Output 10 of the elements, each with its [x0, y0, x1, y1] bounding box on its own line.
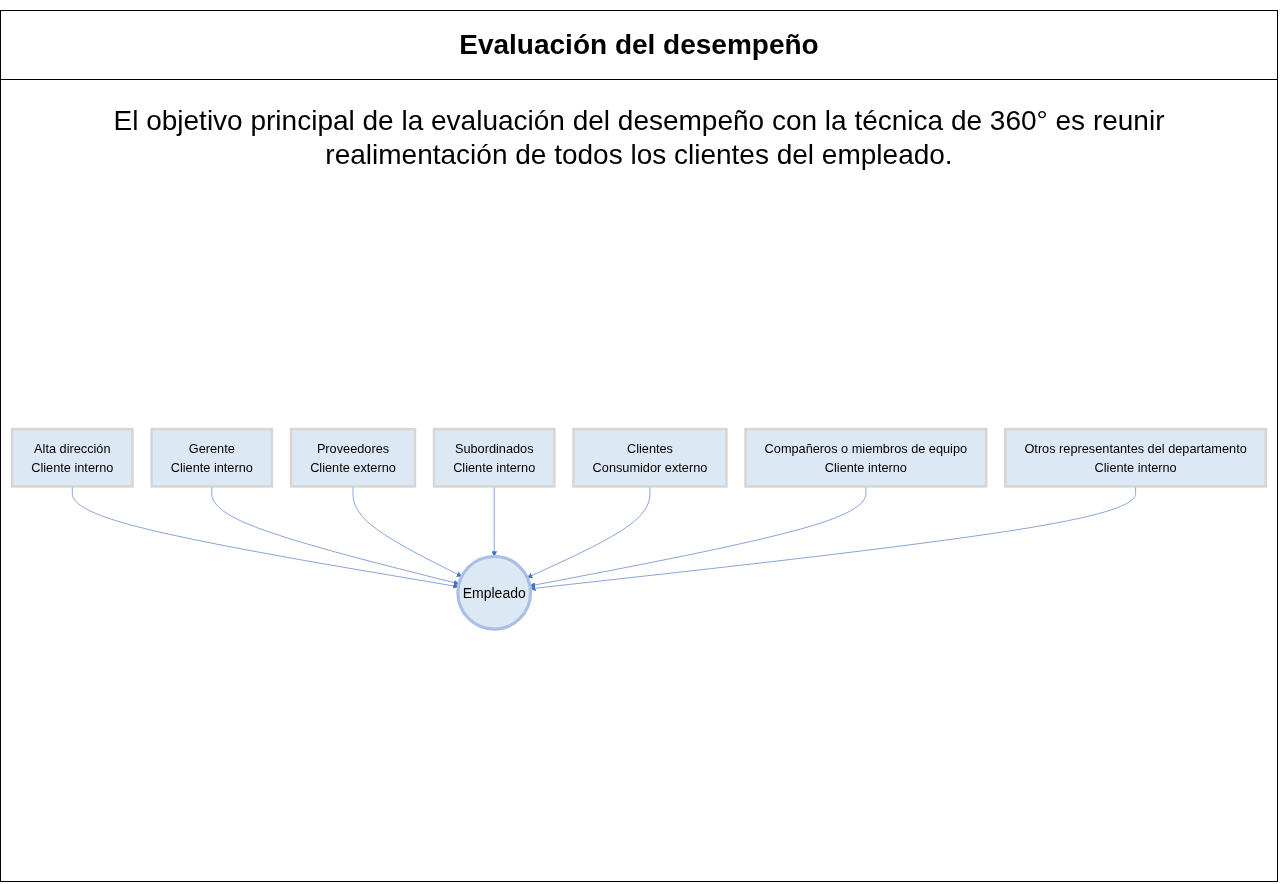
node-box: Gerente Cliente interno	[150, 427, 274, 488]
node-box: Compañeros o miembros de equipo Cliente interno	[744, 427, 988, 488]
title: Evaluación del desempeño	[459, 29, 819, 61]
node-circle: Empleado	[456, 554, 533, 631]
node-box: Clientes Consumidor externo	[572, 427, 728, 488]
node-box: Subordinados Cliente interno	[432, 427, 556, 488]
node-box: Alta dirección Cliente interno	[10, 427, 134, 488]
node-box: Proveedores Cliente externo	[289, 427, 417, 488]
intro-text: El objetivo principal de la evaluación del desempeño con la técnica de 360° es reunir realimentación de todos los clientes del empleado.	[112, 104, 1166, 172]
node-box: Otros representantes del departamento Cliente interno	[1004, 427, 1268, 488]
